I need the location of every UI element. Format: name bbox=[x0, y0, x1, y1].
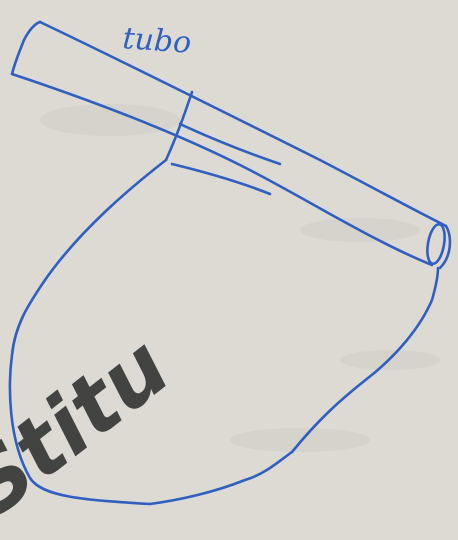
tube-left-end bbox=[12, 22, 40, 74]
tube-right-opening bbox=[425, 223, 448, 265]
clamp-stroke-lower bbox=[172, 164, 270, 194]
bag-bottom bbox=[150, 452, 292, 504]
tubo-label: tubo bbox=[121, 21, 192, 61]
tube-bottom-edge bbox=[12, 74, 432, 265]
